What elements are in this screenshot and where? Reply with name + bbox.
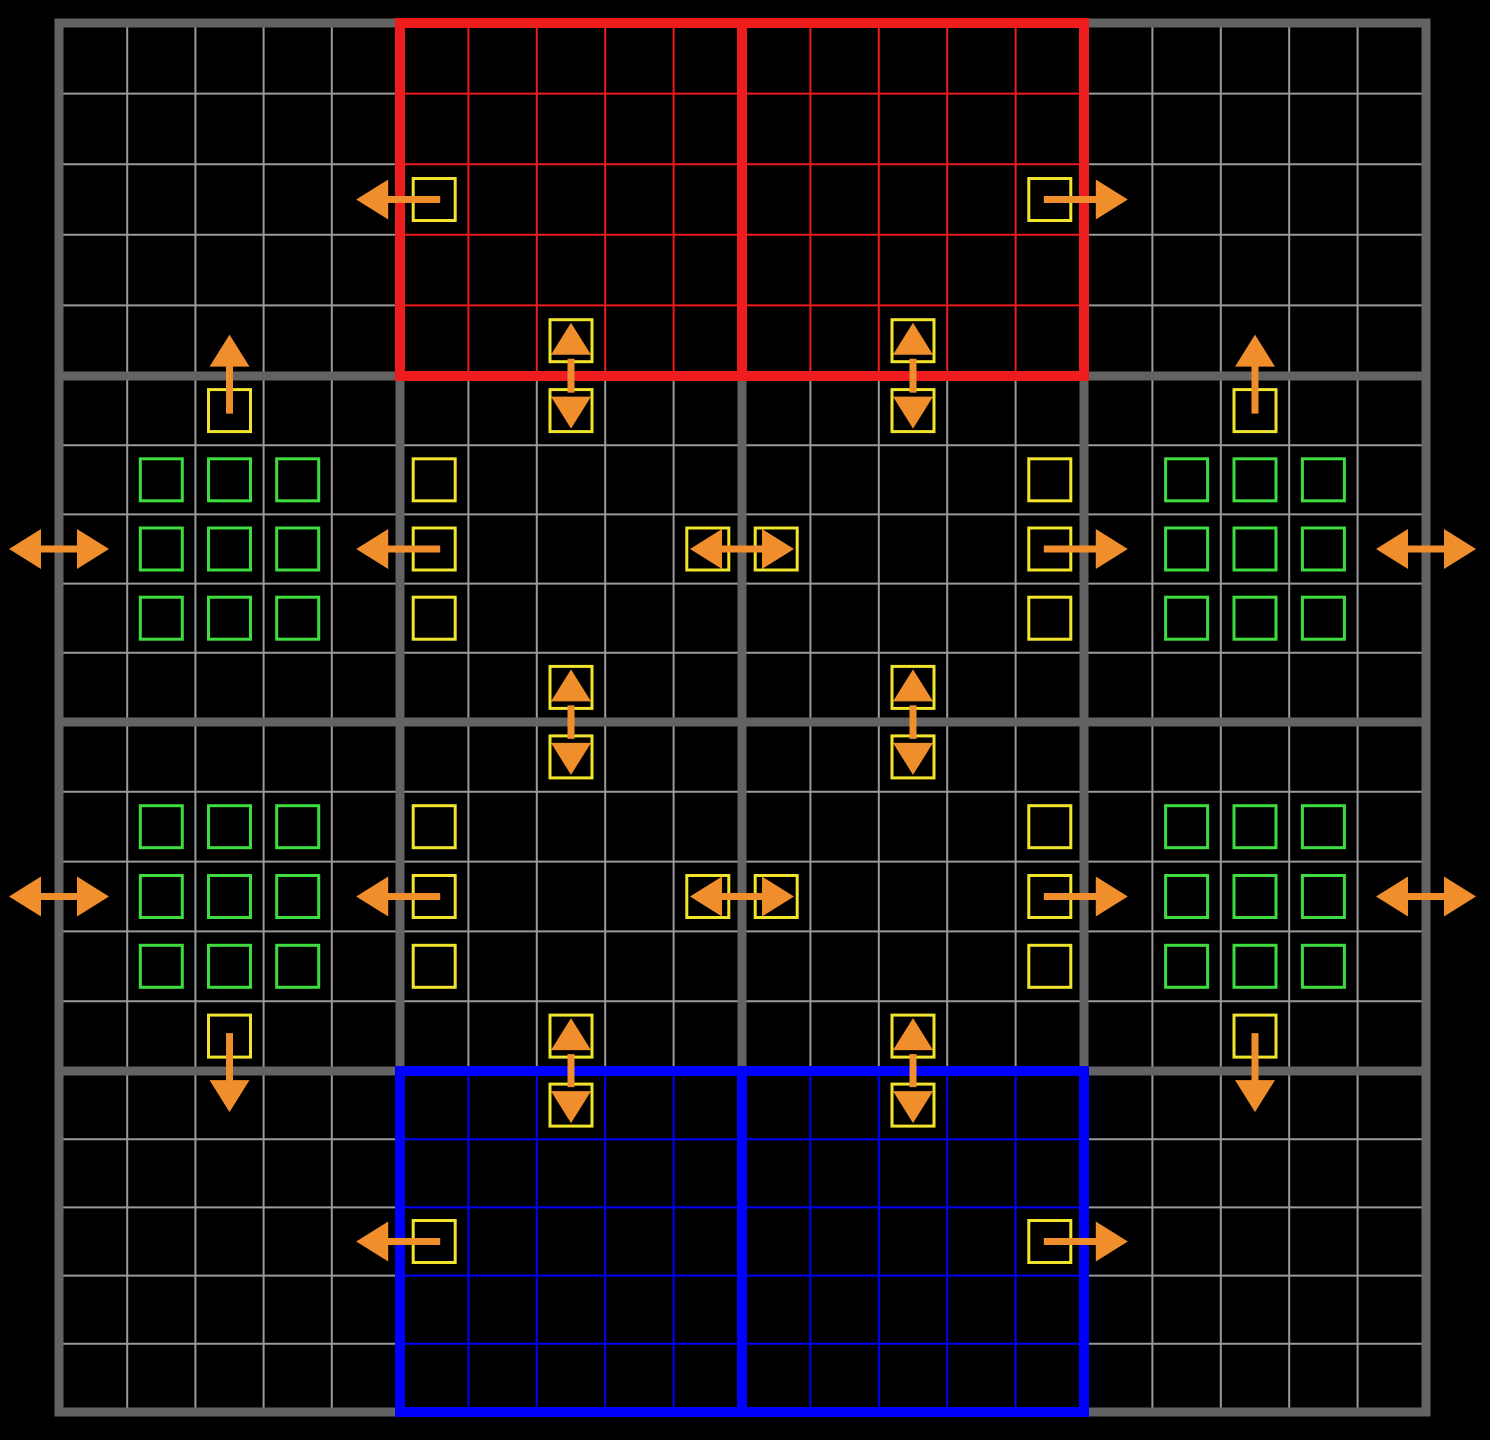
door-arrow-down — [1235, 1080, 1275, 1113]
room-marker — [1164, 526, 1210, 572]
room-marker — [1164, 943, 1210, 989]
edge-arrow-left-lower-left — [9, 876, 41, 917]
room-marker — [1232, 804, 1278, 850]
mid-arrow-lower-right — [762, 876, 794, 917]
room-marker — [138, 943, 184, 989]
room-marker — [1300, 595, 1346, 641]
door-arrow-up — [551, 669, 591, 702]
room-marker — [138, 874, 184, 919]
room-marker — [1232, 943, 1278, 989]
room-marker — [207, 595, 252, 641]
room-marker — [1300, 874, 1346, 919]
room-marker — [138, 526, 184, 572]
edge-arrow-left-upper-right — [77, 529, 109, 569]
direction-arrows — [9, 179, 1476, 1262]
room-marker — [1300, 457, 1346, 503]
door-marker — [411, 457, 457, 503]
room-marker — [1232, 457, 1278, 503]
room-marker — [275, 804, 321, 850]
door-marker — [411, 943, 457, 989]
room-marker — [275, 595, 321, 641]
thin-grid-lines — [59, 23, 1426, 1412]
door-arrow-down — [551, 1091, 591, 1124]
edge-arrow-right-lower-right — [1444, 876, 1476, 917]
door-arrow-up — [209, 334, 250, 367]
room-marker — [207, 874, 252, 919]
door-arrow-up — [893, 669, 933, 702]
room-marker — [1232, 526, 1278, 572]
room-marker — [275, 457, 321, 503]
room-marker — [1164, 874, 1210, 919]
door-arrow-right — [1095, 1221, 1128, 1262]
door-arrow-up — [893, 322, 933, 355]
door-arrow-down — [893, 396, 933, 429]
door-marker — [1027, 457, 1073, 503]
room-marker — [207, 526, 252, 572]
door-arrow-up — [893, 1018, 933, 1051]
edge-arrow-left-lower-right — [77, 876, 109, 917]
room-marker-blocks — [138, 457, 1346, 989]
door-arrow-up — [551, 322, 591, 355]
room-marker — [138, 804, 184, 850]
door-arrow-down — [551, 742, 591, 775]
door-arrow-right — [1095, 529, 1128, 569]
room-marker — [1164, 804, 1210, 850]
door-arrow-down — [551, 396, 591, 429]
door-arrow-down — [209, 1080, 250, 1113]
room-marker — [207, 943, 252, 989]
door-arrow-left — [356, 179, 389, 220]
room-marker — [1300, 804, 1346, 850]
room-marker — [138, 457, 184, 503]
door-marker — [1027, 595, 1073, 641]
room-marker — [275, 526, 321, 572]
door-arrow-left — [356, 1221, 389, 1262]
room-marker — [275, 874, 321, 919]
door-arrow-left — [356, 876, 389, 917]
room-marker — [1232, 874, 1278, 919]
edge-arrow-left-upper-left — [9, 529, 41, 569]
door-marker — [411, 595, 457, 641]
door-marker — [411, 804, 457, 850]
mid-arrow-upper-right — [762, 529, 794, 569]
zone-grid-lines — [400, 23, 1084, 1412]
room-marker — [1300, 526, 1346, 572]
edge-arrow-right-upper-left — [1376, 529, 1408, 569]
room-marker — [1164, 595, 1210, 641]
edge-arrow-right-upper-right — [1444, 529, 1476, 569]
room-marker — [207, 804, 252, 850]
room-marker — [1164, 457, 1210, 503]
door-arrow-left — [356, 529, 389, 569]
door-arrow-right — [1095, 876, 1128, 917]
room-marker — [138, 595, 184, 641]
door-marker — [1027, 804, 1073, 850]
door-arrow-up — [1235, 334, 1275, 367]
door-arrow-down — [893, 1091, 933, 1124]
mid-arrow-lower-left — [690, 876, 722, 917]
mid-arrow-upper-left — [690, 529, 722, 569]
door-marker — [1027, 943, 1073, 989]
edge-arrow-right-lower-left — [1376, 876, 1408, 917]
door-arrow-up — [551, 1018, 591, 1051]
room-marker — [1300, 943, 1346, 989]
door-arrow-down — [893, 742, 933, 775]
room-marker — [1232, 595, 1278, 641]
room-marker — [275, 943, 321, 989]
door-arrow-right — [1095, 179, 1128, 220]
room-marker — [207, 457, 252, 503]
